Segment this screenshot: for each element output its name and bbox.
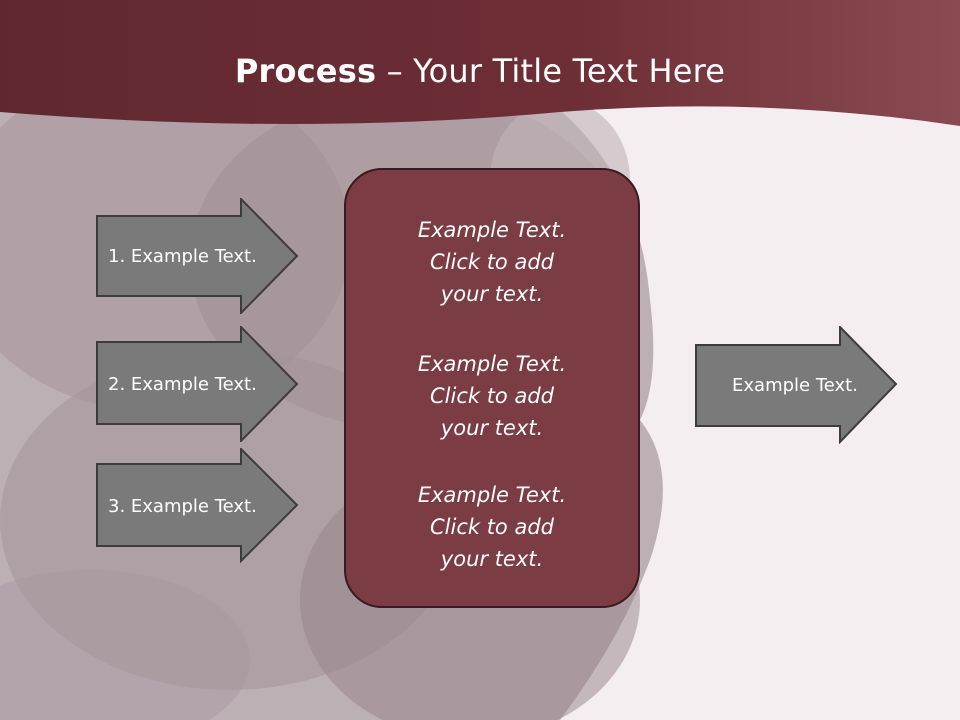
arrow-shape [96,448,299,564]
title-bold: Process [234,52,377,90]
input-label-3: 3. Example Text. [108,495,257,517]
input-label-2: 2. Example Text. [108,373,257,395]
block-line: Click to add [429,384,554,408]
center-box: Example Text. Click to add your text. Ex… [344,168,640,608]
block-line: Example Text. [417,352,567,376]
center-block-3: Example Text. Click to add your text. [346,479,638,575]
center-block-1: Example Text. Click to add your text. [346,214,638,310]
block-line: your text. [440,282,544,306]
arrow-shape [96,198,299,314]
input-arrow-2: 2. Example Text. [96,326,300,442]
input-arrow-1: 1. Example Text. [96,198,300,314]
block-line: Example Text. [417,218,567,242]
input-arrow-3: 3. Example Text. [96,448,300,564]
output-label: Example Text. [732,374,858,396]
block-line: Click to add [429,515,554,539]
center-block-2: Example Text. Click to add your text. [346,348,638,444]
block-line: Example Text. [417,483,567,507]
output-arrow: Example Text. [695,326,899,444]
block-line: Click to add [429,250,554,274]
input-label-1: 1. Example Text. [108,245,257,267]
arrow-shape [96,326,299,442]
arrow-shape [695,326,898,444]
block-line: your text. [440,547,544,571]
title-rest: – Your Title Text Here [376,52,726,90]
block-line: your text. [440,416,544,440]
slide-title: Process – Your Title Text Here [0,52,960,90]
